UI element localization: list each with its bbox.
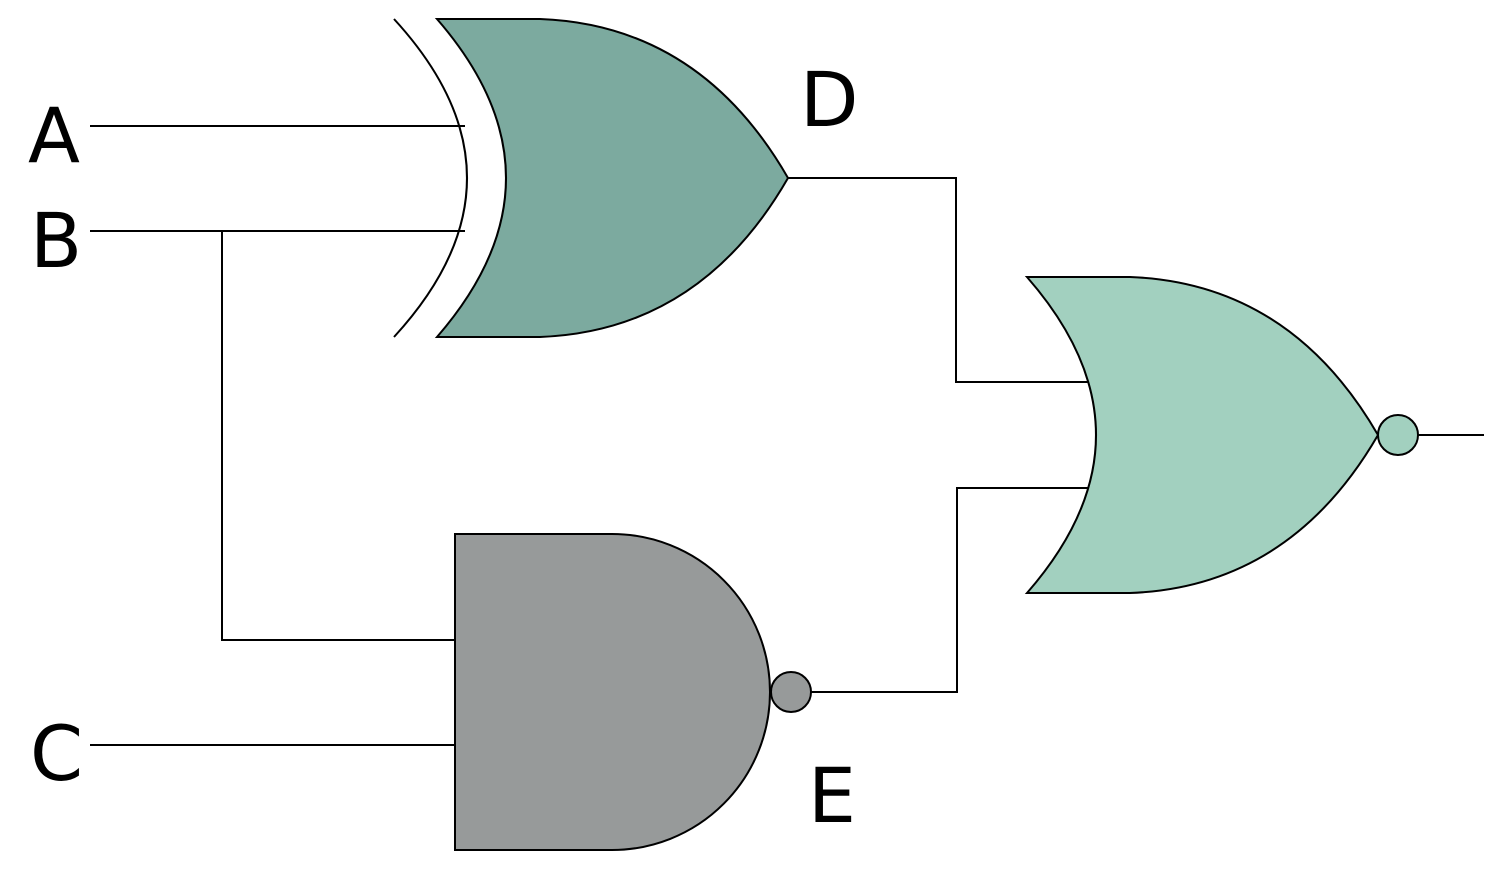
nor-inversion-bubble [1377,414,1419,456]
label-input-c: C [30,709,83,798]
nor-gate [1024,276,1380,594]
xor-gate [434,18,790,338]
nand-gate [454,533,771,851]
wire-e-to-nor [811,487,1092,693]
wire-d-to-nor [788,177,1092,383]
label-node-e: E [808,751,856,840]
label-input-a: A [28,91,80,180]
wire-b-to-nand [221,231,455,641]
label-input-b: B [30,196,82,285]
label-node-d: D [800,55,859,144]
nand-inversion-bubble [770,671,812,713]
xor-input-curve [393,18,468,338]
